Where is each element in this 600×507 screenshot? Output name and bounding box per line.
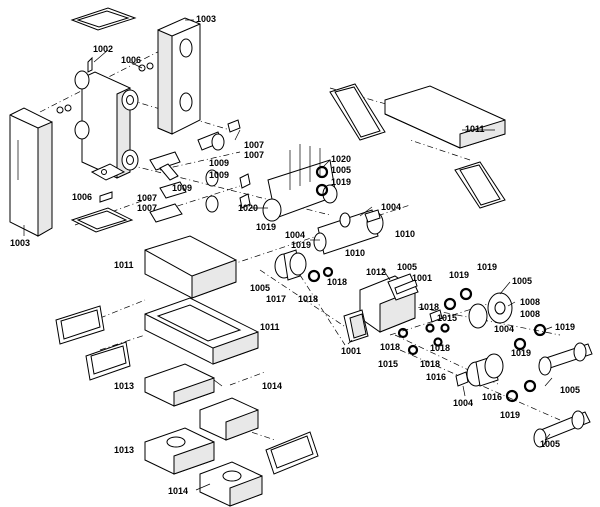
part-label-1007: 1007 — [244, 140, 264, 150]
part-label-1018: 1018 — [298, 294, 318, 304]
part-label-1001: 1001 — [341, 346, 361, 356]
part-label-1018: 1018 — [419, 302, 439, 312]
part-label-1009: 1009 — [209, 170, 229, 180]
part-label-1006: 1006 — [72, 192, 92, 202]
part-label-1008: 1008 — [520, 297, 540, 307]
gasket-frames-top-right — [329, 83, 506, 209]
part-label-1011: 1011 — [114, 260, 134, 270]
pipe-1010 — [313, 209, 384, 255]
part-label-1014: 1014 — [168, 486, 188, 496]
part-label-1019: 1019 — [331, 177, 351, 187]
rear-insulation-shell — [157, 17, 201, 135]
part-label-1005: 1005 — [397, 262, 417, 272]
manifold-1020 — [262, 144, 338, 222]
insulation-cover-1011-top — [384, 85, 506, 149]
hydraulic-separator-body — [74, 70, 139, 181]
part-label-1016: 1016 — [482, 392, 502, 402]
part-label-1016: 1016 — [426, 372, 446, 382]
front-insulation-shell — [9, 107, 53, 237]
part-label-1005: 1005 — [512, 276, 532, 286]
part-label-1003: 1003 — [196, 14, 216, 24]
part-label-1019: 1019 — [555, 322, 575, 332]
part-label-1004: 1004 — [494, 324, 514, 334]
part-label-1006: 1006 — [121, 55, 141, 65]
part-label-1014: 1014 — [262, 381, 282, 391]
pump-motor-1012 — [359, 273, 419, 333]
ball-valves-lower — [149, 181, 251, 223]
part-label-1007: 1007 — [137, 203, 157, 213]
part-label-1018: 1018 — [380, 342, 400, 352]
part-label-1005: 1005 — [250, 283, 270, 293]
part-label-1004: 1004 — [285, 230, 305, 240]
part-label-1019: 1019 — [511, 348, 531, 358]
part-label-1015: 1015 — [378, 359, 398, 369]
flange-fittings-right — [397, 287, 547, 403]
insulation-cover-1013 — [144, 363, 215, 407]
insulation-base-1011 — [144, 297, 259, 365]
part-labels: 1003 1002 1006 1011 1007 1007 1009 1020 … — [10, 14, 580, 496]
part-label-1010: 1010 — [345, 248, 365, 258]
insulation-cover-1014 — [199, 397, 259, 441]
part-label-1012: 1012 — [366, 267, 386, 277]
part-label-1017: 1017 — [266, 294, 286, 304]
part-label-1005: 1005 — [560, 385, 580, 395]
part-label-1018: 1018 — [420, 359, 440, 369]
bottom-gasket-frame — [70, 207, 134, 233]
part-label-1002: 1002 — [93, 44, 113, 54]
top-gasket-frame — [70, 7, 137, 31]
part-label-1020: 1020 — [331, 154, 351, 164]
part-label-1005: 1005 — [540, 439, 560, 449]
gasket-frames-mid-left — [55, 305, 131, 381]
part-label-1004: 1004 — [453, 398, 473, 408]
insulation-base-1014 — [199, 461, 263, 507]
part-label-1007: 1007 — [137, 193, 157, 203]
flange-pipe-1016 — [455, 353, 504, 387]
part-label-1003: 1003 — [10, 238, 30, 248]
leader-lines — [23, 19, 553, 491]
part-label-1011: 1011 — [465, 124, 485, 134]
part-label-1013: 1013 — [114, 445, 134, 455]
part-label-1009: 1009 — [172, 183, 192, 193]
part-label-1011: 1011 — [260, 322, 280, 332]
part-label-1019: 1019 — [256, 222, 276, 232]
part-label-1001: 1001 — [412, 273, 432, 283]
insulation-base-1013 — [144, 427, 215, 475]
part-label-1008: 1008 — [520, 309, 540, 319]
part-label-1007: 1007 — [244, 150, 264, 160]
insulation-cover-1011-mid — [144, 235, 237, 299]
part-label-1019: 1019 — [291, 240, 311, 250]
ball-valves-upper — [149, 119, 251, 189]
connection-pipes-1005 — [533, 342, 593, 448]
part-label-1013: 1013 — [114, 381, 134, 391]
part-label-1010: 1010 — [395, 229, 415, 239]
part-label-1009: 1009 — [209, 158, 229, 168]
flange-pipe-1017 — [274, 249, 334, 283]
gasket-frame-bottom — [265, 431, 319, 475]
part-label-1019: 1019 — [449, 270, 469, 280]
part-label-1005: 1005 — [331, 165, 351, 175]
part-label-1020: 1020 — [238, 203, 258, 213]
part-label-1019: 1019 — [477, 262, 497, 272]
part-label-1019: 1019 — [500, 410, 520, 420]
vent-and-drain-parts — [56, 56, 154, 203]
actuator-1001 — [343, 309, 369, 343]
part-label-1015: 1015 — [437, 313, 457, 323]
part-label-1018: 1018 — [327, 277, 347, 287]
part-label-1004: 1004 — [381, 202, 401, 212]
part-label-1018: 1018 — [430, 343, 450, 353]
